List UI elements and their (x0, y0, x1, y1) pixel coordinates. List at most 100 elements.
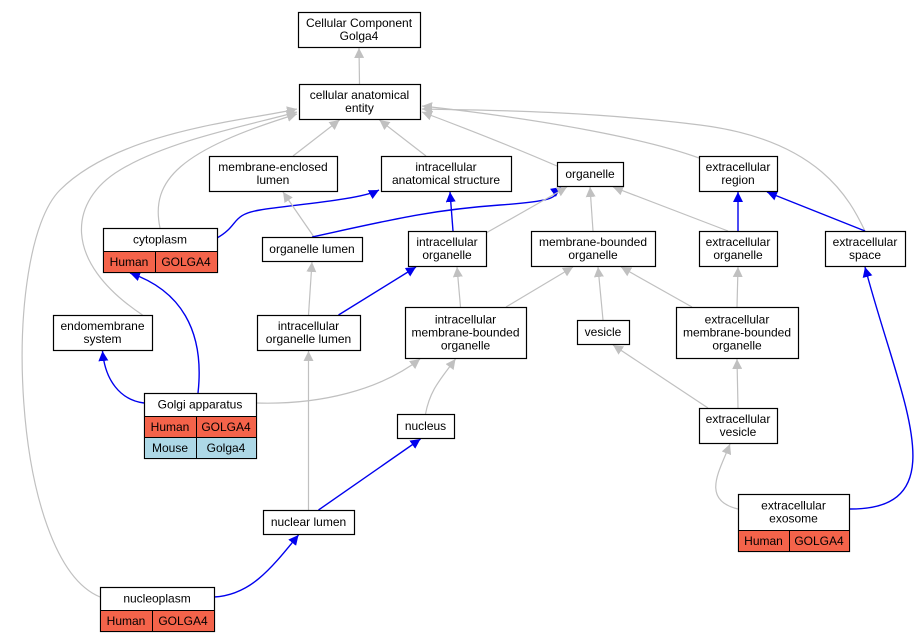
node-label: Cellular Component (306, 16, 413, 30)
edge-gol-to-imb (255, 358, 421, 404)
node-label: exosome (769, 512, 818, 526)
edge-ves-to-mbo (593, 266, 604, 321)
node-box (407, 230, 488, 268)
node-box (530, 230, 657, 268)
gene-label: GOLGA4 (794, 534, 844, 548)
edge-gol-to-ems (98, 350, 145, 404)
node-box (52, 314, 154, 352)
edge-mbo-to-org (585, 186, 596, 232)
node-label: Golga4 (340, 29, 379, 43)
node-label: intracellular (415, 160, 476, 174)
node-label: membrane-enclosed (218, 160, 327, 174)
node-label: extracellular (761, 499, 826, 513)
node-label: membrane-bounded (411, 326, 519, 340)
edge-exv-to-emb (732, 358, 743, 409)
edge-cyt-to-cae (157, 112, 298, 229)
edge-cae-to-root (354, 47, 365, 85)
node-ves[interactable]: vesicle (576, 319, 631, 346)
node-label: extracellular (833, 235, 898, 249)
edge-emb-to-exo (732, 266, 743, 308)
node-org[interactable]: organelle (556, 161, 625, 188)
node-box (556, 161, 625, 188)
edge-cyt-to-ias (216, 189, 380, 239)
node-label: Golgi apparatus (158, 398, 243, 412)
edge-ico-to-org (485, 186, 568, 234)
species-label: Human (151, 420, 190, 434)
node-orl[interactable]: organelle lumen (261, 236, 364, 263)
node-label: extracellular (706, 235, 771, 249)
edge-nuc-to-imb (424, 358, 456, 415)
species-label: Human (107, 614, 146, 628)
node-nlu[interactable]: nuclear lumen (262, 509, 356, 536)
edge-imb-to-mbo (505, 266, 574, 308)
edge-exs-to-cae (421, 104, 866, 232)
gene-label: GOLGA4 (201, 420, 251, 434)
node-label: entity (345, 101, 374, 115)
edge-ico-to-ias (445, 191, 456, 232)
node-label: organelle (441, 339, 491, 353)
node-label: vesicle (720, 425, 757, 439)
edge-ias-to-cae (379, 119, 427, 157)
node-box (404, 306, 528, 360)
edge-nup-to-cae (21, 106, 298, 598)
node-label: space (849, 248, 881, 262)
node-label: system (83, 332, 121, 346)
gene-cell (196, 437, 257, 459)
node-label: vesicle (585, 325, 622, 339)
edge-imb-to-ico (452, 266, 463, 308)
node-box (261, 236, 364, 263)
edge-exx-to-exs (848, 266, 914, 510)
edge-orl-to-org (311, 186, 562, 238)
node-label: extracellular (706, 412, 771, 426)
node-box (698, 230, 779, 268)
gene-label: GOLGA4 (161, 255, 211, 269)
node-label: intracellular (278, 319, 339, 333)
node-box (380, 155, 513, 193)
node-box (698, 155, 779, 193)
node-label: intracellular (435, 313, 496, 327)
node-label: organelle (713, 248, 763, 262)
node-label: anatomical structure (392, 173, 500, 187)
edge-ems-to-cae (80, 109, 298, 316)
node-label: nucleoplasm (123, 592, 190, 606)
node-label: extracellular (705, 313, 770, 327)
edge-layer (21, 47, 914, 598)
node-label: organelle (712, 339, 762, 353)
node-box (698, 407, 779, 445)
edge-exs-to-exr (766, 191, 866, 232)
node-label: cellular anatomical (310, 88, 409, 102)
node-box (396, 413, 456, 440)
node-box (298, 83, 422, 121)
edge-exx-to-exv (715, 443, 739, 510)
gene-cell (789, 530, 850, 552)
gene-label: Golga4 (207, 441, 246, 455)
node-label: organelle (422, 248, 472, 262)
edge-nup-to-nlu (213, 534, 300, 598)
gene-cell (152, 610, 215, 632)
node-nuc[interactable]: nucleus (396, 413, 456, 440)
species-label: Human (744, 534, 783, 548)
node-label: membrane-bounded (539, 235, 647, 249)
node-label: region (721, 173, 754, 187)
node-label: organelle lumen (266, 332, 351, 346)
node-box (208, 155, 339, 193)
